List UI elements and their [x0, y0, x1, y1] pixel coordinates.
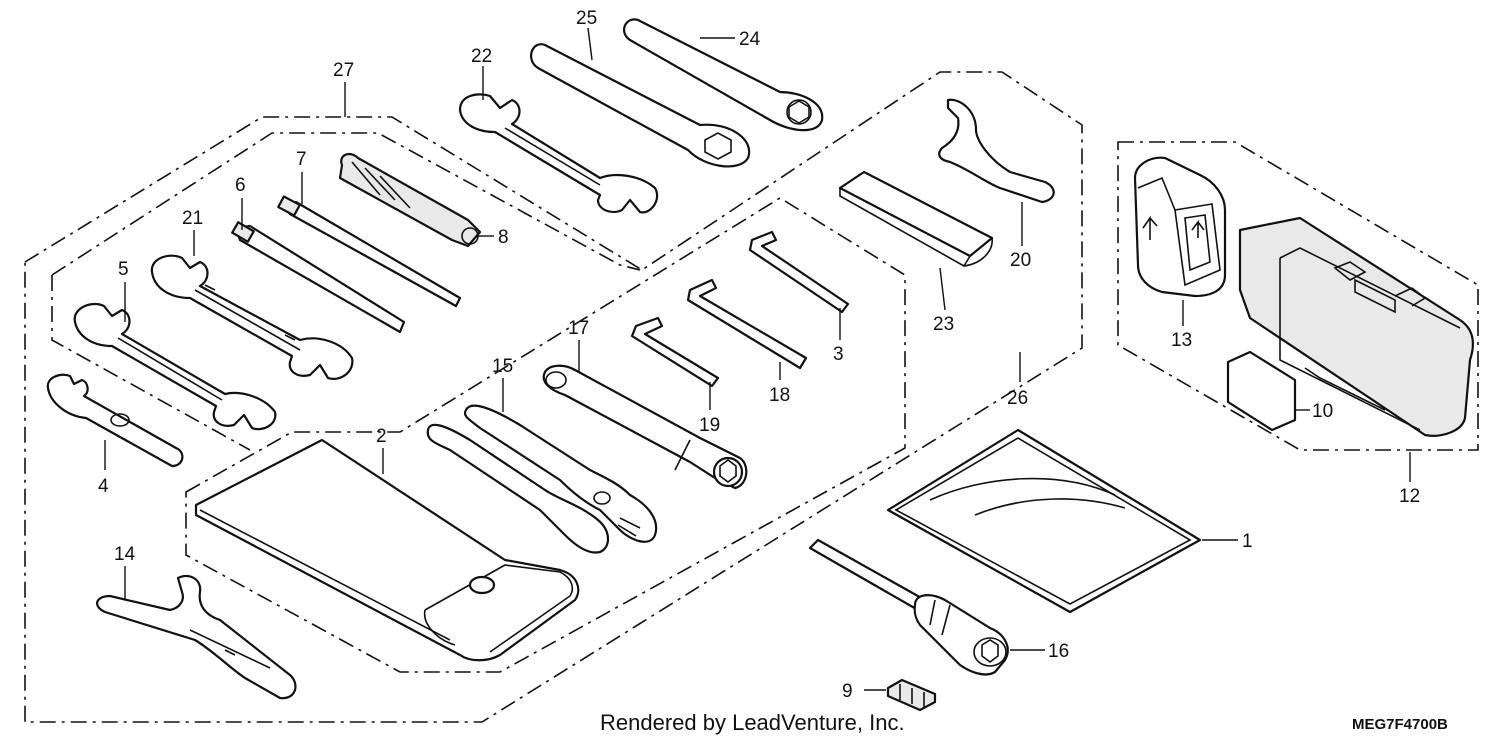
callout-18: 18 [769, 385, 790, 406]
group-27-boundary [24, 71, 1083, 723]
screwdriver-handle-8[interactable] [338, 152, 482, 248]
case-12[interactable] [1238, 216, 1475, 437]
hex-key-18[interactable] [686, 278, 808, 370]
fuse-9[interactable] [886, 678, 937, 712]
callout-17: 17 [568, 318, 589, 339]
manual-bag-1[interactable] [886, 428, 1202, 614]
inner-kit-boundary-left [51, 275, 251, 451]
screwdriver-bit-6[interactable] [231, 221, 406, 334]
callout-5: 5 [118, 259, 129, 280]
callout-23: 23 [933, 314, 954, 335]
callout-14: 14 [114, 544, 136, 565]
wrench-24[interactable] [622, 18, 824, 132]
spanner-14[interactable] [96, 574, 297, 700]
holder-13[interactable] [1133, 156, 1227, 298]
wrench-4[interactable] [46, 373, 184, 468]
callout-21: 21 [182, 208, 203, 229]
callout-27: 27 [333, 60, 354, 81]
callout-3: 3 [833, 344, 844, 365]
screwdriver-bit-7[interactable] [277, 195, 462, 308]
spanner-20[interactable] [938, 98, 1055, 204]
callout-1: 1 [1242, 531, 1253, 552]
hex-key-19[interactable] [630, 316, 720, 388]
callout-16: 16 [1048, 641, 1069, 662]
callout-13: 13 [1171, 330, 1192, 351]
callout-12: 12 [1399, 486, 1420, 507]
group-12-boundary [1117, 141, 1479, 451]
callout-19: 19 [699, 415, 720, 436]
wrench-5[interactable] [73, 302, 277, 431]
render-credit: Rendered by LeadVenture, Inc. [600, 710, 905, 735]
socket-wrench-16[interactable] [808, 538, 1009, 676]
pliers-15[interactable] [426, 404, 658, 554]
callout-8: 8 [498, 227, 509, 248]
callout-7: 7 [296, 149, 307, 170]
callout-9: 9 [842, 681, 853, 702]
callout-6: 6 [235, 175, 246, 196]
hex-key-3[interactable] [748, 230, 850, 314]
callout-10: 10 [1312, 401, 1333, 422]
callout-26: 26 [1007, 388, 1028, 409]
callout-4: 4 [98, 476, 109, 497]
tool-bag-2[interactable] [194, 438, 580, 662]
wrench-25[interactable] [529, 43, 751, 168]
callout-20: 20 [1010, 250, 1031, 271]
callout-24: 24 [739, 29, 761, 50]
group-26-boundary [185, 197, 906, 673]
callout-25: 25 [576, 8, 597, 29]
callout-labels: 1 2 3 4 5 6 7 8 9 10 12 13 14 15 16 17 1… [98, 8, 1420, 702]
callout-2: 2 [376, 426, 387, 447]
callout-22: 22 [471, 46, 492, 67]
callout-15: 15 [492, 356, 513, 377]
label-10[interactable] [1226, 350, 1297, 432]
leader-lines [104, 27, 1411, 691]
wrench-22[interactable] [458, 93, 659, 214]
plug-wrench-17[interactable] [542, 364, 748, 490]
diagram-code: MEG7F4700B [1352, 716, 1448, 733]
wrench-21[interactable] [150, 254, 354, 380]
grip-23[interactable] [838, 170, 994, 268]
